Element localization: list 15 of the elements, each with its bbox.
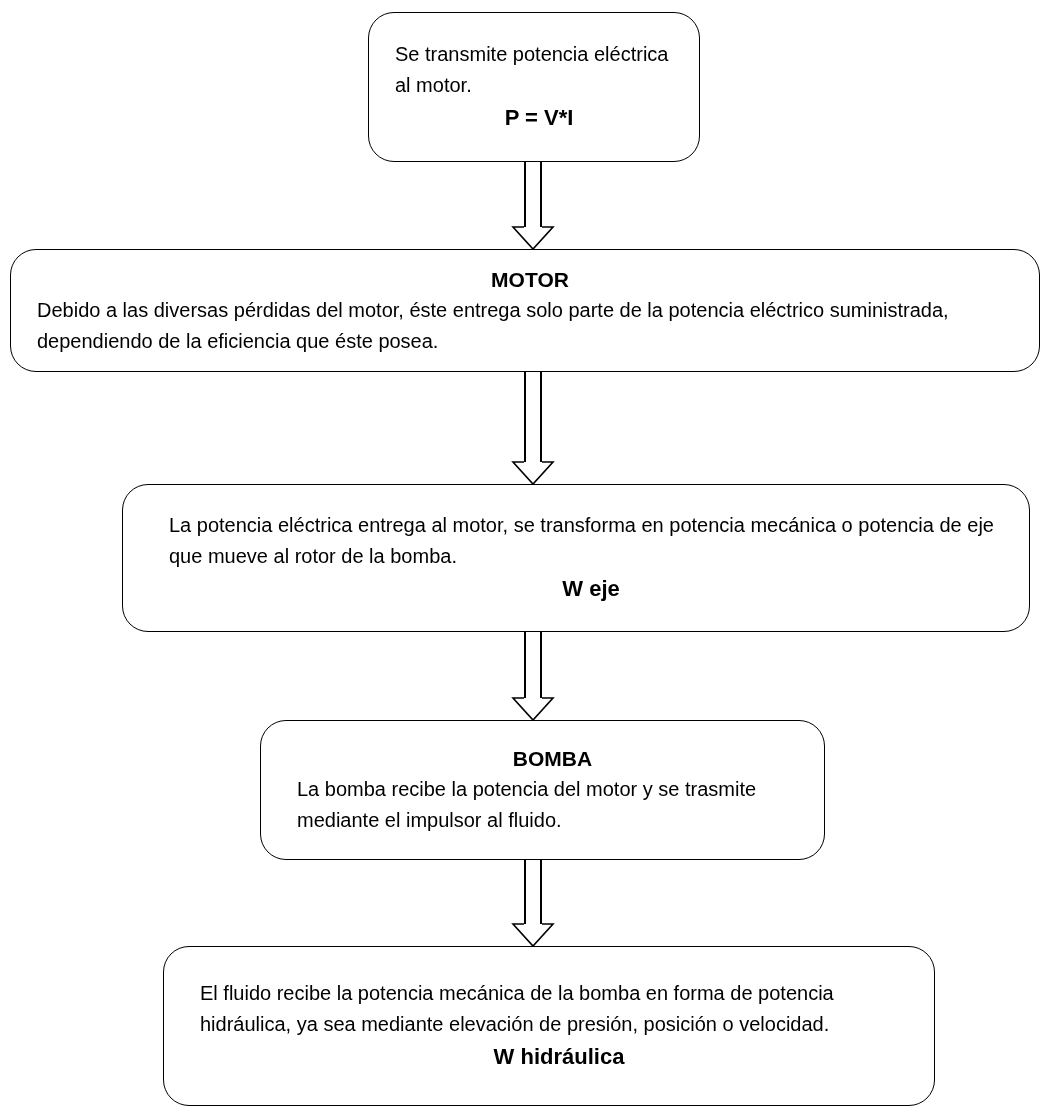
formula-text: P = V*I	[503, 104, 575, 132]
description-text: La bomba recibe la potencia del motor y se trasmite mediante el impulsor al fluido.	[297, 777, 758, 833]
process-box	[10, 249, 1040, 372]
process-box	[163, 946, 935, 1106]
formula-text: W eje	[561, 575, 621, 603]
process-box	[122, 484, 1030, 632]
formula-text: W hidráulica	[492, 1043, 626, 1071]
box-heading: MOTOR	[490, 266, 570, 293]
description-text: Se transmite potencia eléctrica al motor.	[395, 42, 670, 98]
description-text: La potencia eléctrica entrega al motor, se transforma en potencia mecánica o potencia de eje que mueve al rotor de la bomba.	[169, 513, 995, 569]
box-heading: BOMBA	[511, 746, 594, 772]
description-text: Debido a las diversas pérdidas del motor, éste entrega solo parte de la potencia eléctrico suministrada, dependiendo de la eficiencia que éste posea.	[37, 297, 950, 354]
description-text: El fluido recibe la potencia mecánica de la bomba en forma de potencia hidráulica, ya sea mediante elevación de presión, posición o velocidad.	[200, 981, 835, 1037]
process-box	[368, 12, 700, 162]
process-box	[260, 720, 825, 860]
